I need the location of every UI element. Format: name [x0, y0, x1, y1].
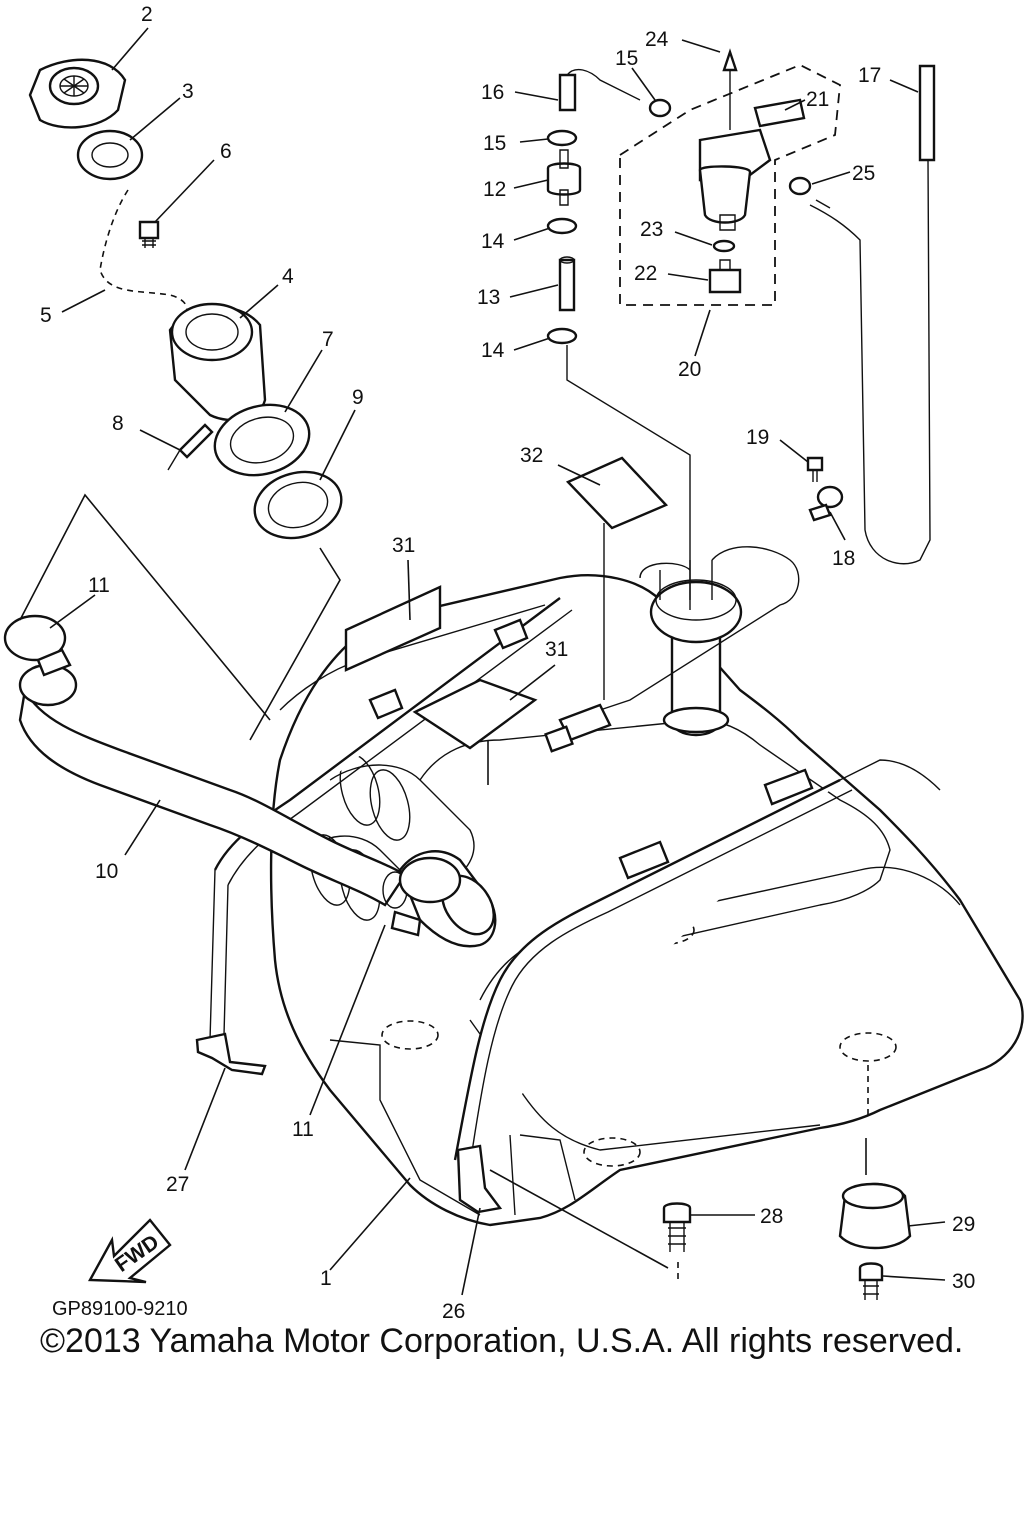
callout-13: 13 [477, 286, 500, 309]
vent-hose-17 [809, 64, 936, 565]
callout-20: 20 [678, 358, 701, 381]
callout-32: 32 [520, 444, 543, 467]
hose-holder-18 [808, 485, 844, 522]
filler-cap [28, 58, 127, 129]
callout-31-upper: 31 [392, 534, 415, 557]
callout-9: 9 [352, 386, 364, 409]
callout-18: 18 [832, 547, 855, 570]
callout-1: 1 [320, 1267, 332, 1290]
callout-2: 2 [141, 3, 153, 26]
bracket-26 [456, 1144, 503, 1214]
vent-nipple [167, 423, 214, 471]
callout-25: 25 [852, 162, 875, 185]
callout-10: 10 [95, 860, 118, 883]
label-32 [565, 456, 669, 530]
valve-assembly-box [619, 64, 841, 306]
fuel-line [566, 345, 691, 700]
check-valve [546, 149, 582, 206]
filler-hose [18, 663, 408, 909]
callout-15-left: 15 [483, 132, 506, 155]
callout-23: 23 [640, 218, 663, 241]
callout-15-top: 15 [615, 47, 638, 70]
callout-17: 17 [858, 64, 881, 87]
callout-12: 12 [483, 178, 506, 201]
screw-19 [806, 456, 824, 482]
fuel-tank [209, 546, 1024, 1227]
callout-22: 22 [634, 262, 657, 285]
bracket-27 [195, 1032, 267, 1076]
callout-3: 3 [182, 80, 194, 103]
valve-washer [712, 239, 736, 253]
callout-11-upper: 11 [88, 574, 110, 597]
callout-30: 30 [952, 1270, 975, 1293]
callout-8: 8 [112, 412, 124, 435]
cap-gasket [76, 129, 144, 181]
hose-clamp-upper [3, 614, 72, 677]
callout-29: 29 [952, 1213, 975, 1236]
callout-6: 6 [220, 140, 232, 163]
callout-labels: 2 3 6 4 5 7 9 8 11 10 11 27 1 26 28 29 3… [40, 3, 975, 1323]
callout-16: 16 [481, 81, 504, 104]
callout-31-lower: 31 [545, 638, 568, 661]
hose-short-13 [558, 256, 576, 312]
mount-rubber-29 [838, 1182, 912, 1250]
neck-gasket [213, 403, 311, 477]
fwd-arrow-icon: FWD [88, 1218, 172, 1284]
leader-lines [19, 27, 946, 1296]
callout-7: 7 [322, 328, 334, 351]
cap-screw [138, 220, 160, 248]
callout-26: 26 [442, 1300, 465, 1323]
callout-27: 27 [166, 1173, 189, 1196]
callout-19: 19 [746, 426, 769, 449]
callout-11-lower: 11 [292, 1118, 314, 1141]
label-31-lower [412, 678, 538, 750]
bolt-30 [858, 1262, 884, 1300]
callout-4: 4 [282, 265, 294, 288]
diagram-code: GP89100-9210 [52, 1298, 188, 1320]
neck-seal [253, 470, 343, 540]
callout-28: 28 [760, 1205, 783, 1228]
bolt-28 [662, 1202, 692, 1252]
callout-14-upper: 14 [481, 230, 505, 253]
valve-knob [708, 259, 742, 294]
cap-chain [99, 189, 188, 316]
callout-21: 21 [806, 88, 829, 111]
hose-16 [558, 68, 641, 112]
copyright-notice: ©2013 Yamaha Motor Corporation, U.S.A. A… [40, 1322, 964, 1360]
callout-5: 5 [40, 304, 52, 327]
hose-clamps-small [546, 98, 812, 345]
hose-clamp-lower [390, 856, 462, 937]
callout-24: 24 [645, 28, 669, 51]
callout-14-lower: 14 [481, 339, 505, 362]
valve-body [698, 48, 806, 231]
filler-neck [168, 302, 267, 422]
